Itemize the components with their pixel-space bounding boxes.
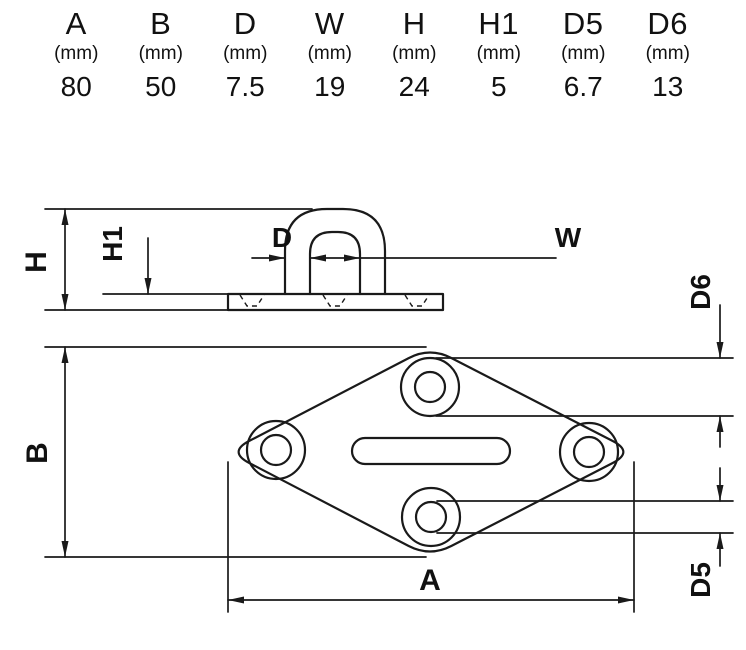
plan-view [237,351,625,553]
dim-label-W: W [555,222,582,253]
column-label: D6 [647,6,689,41]
column-unit: (mm) [138,42,183,64]
column-unit: (mm) [561,42,606,64]
arrowhead-down-icon [61,541,69,557]
arrowhead-up-icon [61,209,69,225]
table-column-a: A (mm) 80 [34,6,119,103]
hole-left-inner [259,433,293,467]
arrowhead-down-icon [61,294,69,310]
diamond-plate-outline [237,351,625,553]
countersink-hidden-left [239,294,265,307]
dim-H: H [20,208,313,311]
hole-top-outer [399,356,461,418]
side-view [226,207,445,312]
dim-B: B [21,346,427,558]
arrowhead-right-icon [618,596,634,604]
hole-bottom-outer [400,486,462,548]
arrowhead-right-icon [344,254,360,262]
arrowhead-down-icon [144,278,152,294]
dim-label-D6: D6 [685,274,716,310]
arrowhead-up-icon [61,347,69,363]
column-unit: (mm) [223,42,268,64]
column-label: D5 [562,6,604,41]
column-label: W [314,6,345,41]
dim-A: A [227,461,635,613]
hole-top-inner [413,370,447,404]
column-value: 24 [398,71,430,103]
hole-left-outer [245,419,307,481]
column-label: A [65,6,87,41]
column-value: 13 [652,71,684,103]
dim-label-H1: H1 [97,226,128,262]
dim-D5: D5 [436,467,734,598]
column-value: 50 [145,71,177,103]
column-unit: (mm) [392,42,437,64]
arrowhead-right-icon [269,254,285,262]
column-value: 6.7 [563,71,603,103]
column-unit: (mm) [307,42,352,64]
center-slot [350,436,512,466]
column-unit: (mm) [645,42,690,64]
countersink-hidden-middle [322,294,348,307]
hole-right-outer [558,421,620,483]
table-column-w: W (mm) 19 [288,6,373,103]
column-label: H1 [478,6,520,41]
dim-D-W: D W [251,222,582,262]
column-label: D [233,6,257,41]
dim-label-H: H [20,251,53,273]
dim-label-B: B [21,442,54,464]
arrowhead-left-icon [228,596,244,604]
table-column-d5: D5 (mm) 6.7 [541,6,626,103]
table-column-h1: H1 (mm) 5 [457,6,542,103]
arrowhead-left-icon [310,254,326,262]
dim-label-D5: D5 [685,562,716,598]
column-value: 19 [314,71,346,103]
dim-label-A: A [419,564,441,597]
column-label: H [402,6,426,41]
column-value: 7.5 [225,71,265,103]
eye-loop-inner [308,230,362,296]
eye-loop-outer [283,207,387,296]
column-value: 80 [60,71,92,103]
table-column-d: D (mm) 7.5 [203,6,288,103]
dim-D6: D6 [435,274,734,448]
dim-label-D: D [272,222,292,253]
dimension-table: A (mm) 80 B (mm) 50 D (mm) 7.5 W (mm) 19… [34,6,711,103]
dim-H1: H1 [97,226,229,295]
plate-side-outline [226,292,445,312]
column-label: B [150,6,172,41]
table-column-b: B (mm) 50 [119,6,204,103]
table-column-d6: D6 (mm) 13 [626,6,711,103]
column-unit: (mm) [54,42,99,64]
arrowhead-up-icon [716,416,724,432]
arrowhead-down-icon [716,485,724,501]
countersink-hidden-right [404,294,430,307]
arrowhead-down-icon [716,342,724,358]
hole-bottom-inner [414,500,448,534]
column-unit: (mm) [476,42,521,64]
hole-right-inner [572,435,606,469]
table-column-h: H (mm) 24 [372,6,457,103]
arrowhead-up-icon [716,533,724,549]
column-value: 5 [490,71,507,103]
